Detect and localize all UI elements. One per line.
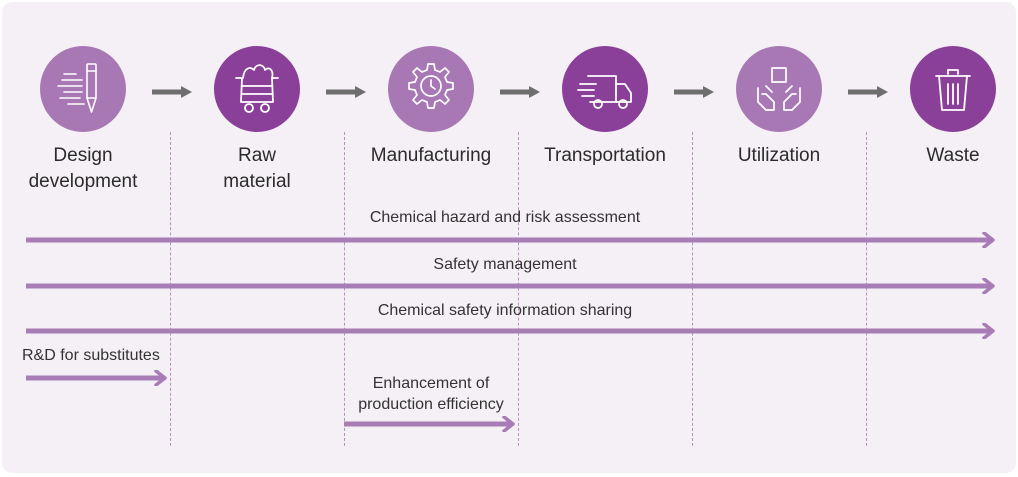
mine-cart-icon [235, 64, 279, 113]
band-label-production-efficiency: Enhancement of production efficiency [358, 375, 504, 413]
stage-label-transportation: Transportation [544, 145, 666, 166]
stage-label-manufacturing: Manufacturing [370, 145, 492, 166]
band-arrow-safety-management [26, 278, 998, 294]
band-label-hazard-risk-assessment: Chemical hazard and risk assessment [369, 209, 641, 226]
truck-icon [577, 75, 632, 109]
stage-design-development-circle [40, 46, 126, 132]
stage-waste-circle [910, 46, 996, 132]
gear-icon [408, 63, 454, 109]
band-arrow-hazard-risk-assessment [26, 232, 998, 248]
hands-box-icon [757, 67, 801, 111]
stage-label-design-development: Design development [28, 145, 138, 192]
stage-label-raw-material: Raw material [223, 145, 291, 192]
flow-arrow-icon [848, 86, 888, 98]
flow-arrow-icon [500, 86, 540, 98]
stage-manufacturing-circle [388, 46, 474, 132]
stage-label-utilization: Utilization [737, 145, 821, 166]
stage-label-waste: Waste [926, 145, 980, 166]
band-label-rd-substitutes: R&D for substitutes [22, 347, 160, 364]
stage-raw-material-circle [214, 46, 300, 132]
band-arrow-rd-substitutes [26, 370, 170, 386]
stage-transportation-circle [562, 46, 648, 132]
band-arrow-safety-information-sharing [26, 323, 998, 339]
flow-arrow-icon [326, 86, 366, 98]
stage-utilization-circle [736, 46, 822, 132]
stage-divider [866, 132, 867, 446]
pencil-icon [57, 63, 97, 113]
band-label-safety-management: Safety management [433, 256, 577, 273]
band-label-safety-information-sharing: Chemical safety information sharing [377, 302, 633, 319]
band-arrow-production-efficiency [344, 416, 518, 432]
flow-arrow-icon [674, 86, 714, 98]
stage-divider [344, 132, 345, 446]
stage-divider [170, 132, 171, 446]
stage-divider [518, 132, 519, 446]
stage-divider [692, 132, 693, 446]
trash-can-icon [935, 69, 971, 111]
flow-arrow-icon [152, 86, 192, 98]
